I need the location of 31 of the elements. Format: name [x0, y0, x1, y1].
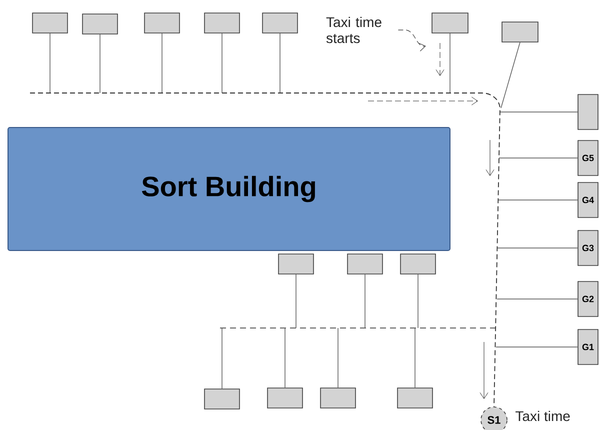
taxiway-line	[30, 92, 500, 408]
building-box: Sort Building	[8, 127, 450, 251]
gate-box	[347, 254, 383, 274]
gate-box	[144, 12, 180, 34]
gate-box	[267, 388, 303, 408]
connector-line	[364, 274, 366, 328]
gate-box	[262, 12, 298, 34]
gate-box	[82, 14, 118, 34]
connector-line	[284, 328, 286, 388]
station-label: Taxi time	[516, 410, 570, 422]
connector-line	[398, 30, 426, 52]
connector-line	[496, 346, 578, 348]
gate-box	[397, 388, 433, 408]
note-text: Taxi time starts	[326, 16, 382, 44]
connector-line	[500, 42, 520, 108]
gate-box: G3	[578, 230, 598, 266]
gate-box	[432, 12, 468, 34]
gate-box	[502, 22, 538, 42]
gate-box	[204, 12, 240, 34]
gate-box: G2	[578, 281, 598, 317]
gate-box	[204, 388, 240, 410]
gate-box	[32, 12, 68, 34]
connector-line	[414, 328, 416, 388]
connector-line	[496, 298, 578, 300]
gate-box: G4	[578, 182, 598, 218]
gate-box	[320, 388, 356, 408]
gate-box	[400, 254, 436, 274]
gate-box: G5	[578, 140, 598, 176]
gate-box	[278, 254, 314, 274]
gate-box: G1	[578, 329, 598, 365]
gate-box	[578, 94, 598, 130]
